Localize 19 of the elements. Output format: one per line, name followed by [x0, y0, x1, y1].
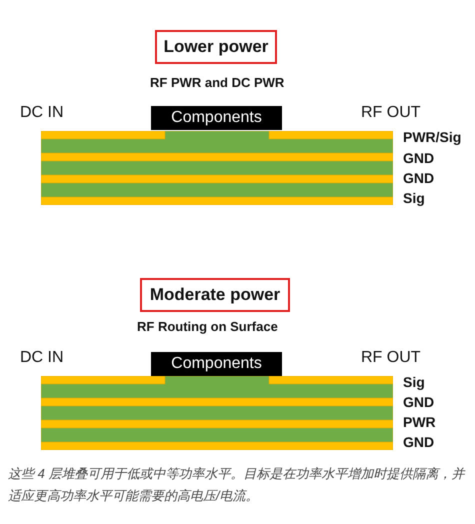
layer-label: GND	[403, 170, 434, 186]
heading-box: Moderate power	[140, 278, 290, 312]
layer-label: PWR	[403, 414, 436, 430]
port-label: RF OUT	[361, 349, 421, 367]
heading-box: Lower power	[155, 30, 277, 64]
layer-label: GND	[403, 434, 434, 450]
subtitle: RF Routing on Surface	[137, 319, 278, 334]
port-label: DC IN	[20, 104, 64, 122]
layer-label: PWR/Sig	[403, 129, 462, 145]
component-block: Components	[151, 352, 282, 376]
layer-label: GND	[403, 150, 434, 166]
port-label: DC IN	[20, 349, 64, 367]
layer-label: Sig	[403, 374, 425, 390]
layer-label: Sig	[403, 190, 425, 206]
subtitle: RF PWR and DC PWR	[150, 75, 284, 90]
layer-label: GND	[403, 394, 434, 410]
port-label: RF OUT	[361, 104, 421, 122]
component-block: Components	[151, 106, 282, 130]
caption: 这些 4 层堆叠可用于低或中等功率水平。目标是在功率水平增加时提供隔离，并适应更高功率水平可能需要的高电压/电流。	[8, 465, 466, 505]
